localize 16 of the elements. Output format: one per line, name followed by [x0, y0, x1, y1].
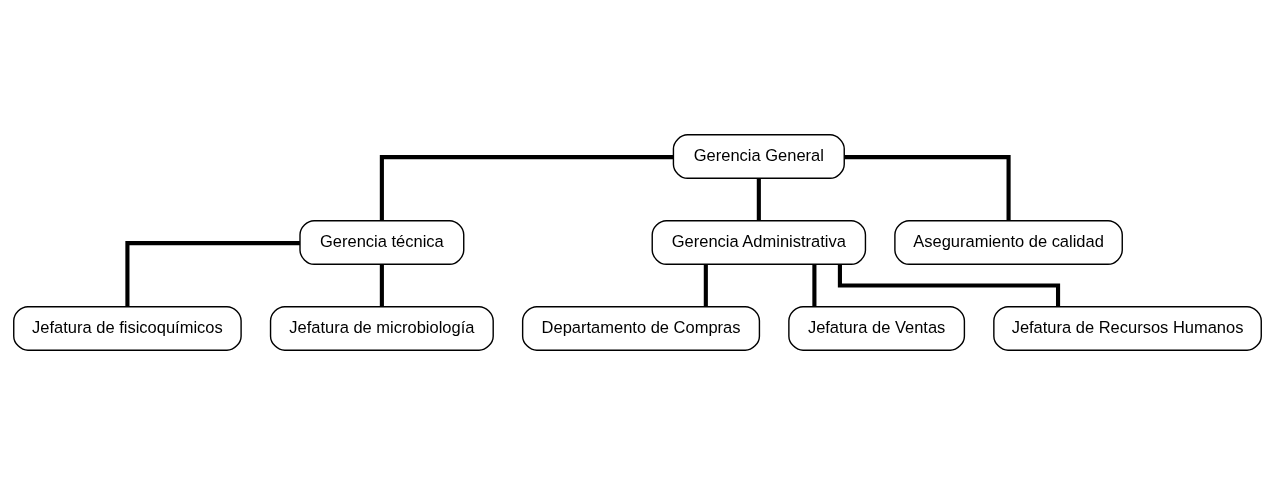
node-box: Aseguramiento de calidad: [894, 220, 1123, 265]
connector: [844, 155, 1011, 221]
node-box: Jefatura de microbiología: [269, 306, 494, 351]
node-box: Jefatura de fisicoquímicos: [13, 306, 242, 351]
connector: [379, 264, 384, 307]
connector: [379, 155, 674, 221]
node-box: Gerencia General: [672, 134, 845, 179]
connector: [812, 264, 817, 307]
node-box: Gerencia Administrativa: [651, 220, 867, 265]
node-box: Jefatura de Ventas: [788, 306, 966, 351]
node-box: Jefatura de Recursos Humanos: [993, 306, 1262, 351]
node-box: Departamento de Compras: [521, 306, 761, 351]
node-box: Gerencia técnica: [299, 220, 465, 265]
connector: [756, 178, 761, 221]
connector: [703, 264, 708, 307]
connector: [125, 241, 300, 307]
